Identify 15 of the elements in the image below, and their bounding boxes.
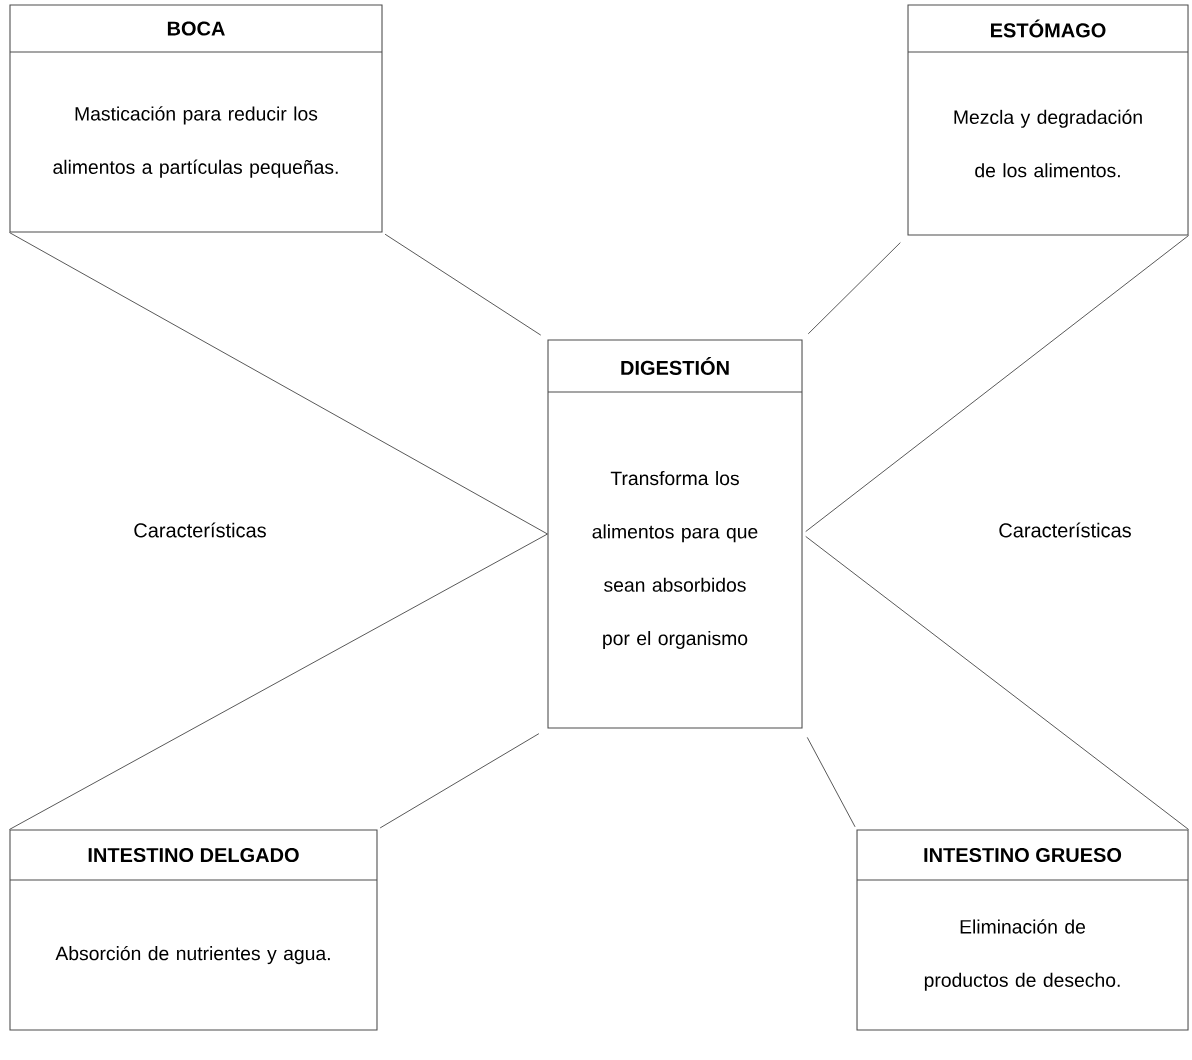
connector-line <box>806 736 856 828</box>
side-label: Características <box>134 522 266 538</box>
connector-line <box>805 535 1189 830</box>
text-box: ESTÓMAGO Mezcla y degradación de los alimentos. <box>907 4 1189 236</box>
connector-line <box>9 533 548 830</box>
text-box: INTESTINO GRUESO Eliminación de productos de desecho. <box>856 829 1189 1031</box>
connector-line <box>384 233 542 336</box>
text-box: DIGESTIÓN Transforma los alimentos para que sean absorbidos por el organismo <box>547 339 803 729</box>
connector-line <box>379 733 540 829</box>
text-box: BOCA Masticación para reducir los alimentos a partículas pequeñas. <box>9 4 383 233</box>
connector-line <box>9 232 548 535</box>
side-label: Características <box>999 522 1131 538</box>
text-box: INTESTINO DELGADO Absorción de nutrientes y agua. <box>9 829 378 1031</box>
connector-line <box>805 235 1189 533</box>
connector-line <box>807 242 901 335</box>
